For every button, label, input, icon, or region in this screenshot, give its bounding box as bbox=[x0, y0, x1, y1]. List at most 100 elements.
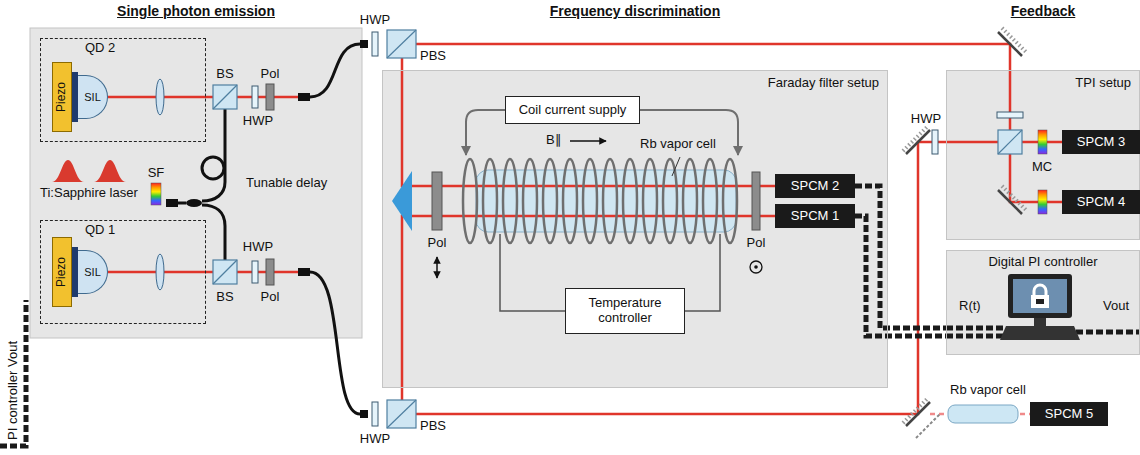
magnet-coil bbox=[463, 159, 737, 243]
solid-immersion-lens: SIL bbox=[78, 250, 108, 294]
solid-immersion-lens: SIL bbox=[78, 75, 108, 119]
part-label: Piezo bbox=[54, 257, 68, 287]
detector-label: SPCM 3 bbox=[1077, 134, 1125, 149]
leader-line bbox=[672, 157, 680, 176]
text-holder: Faraday filter setup bbox=[768, 76, 879, 91]
text-holder: Piezo bbox=[55, 257, 69, 287]
text-holder: QD 1 bbox=[85, 223, 115, 238]
quantum-dot-module: QD 1 Piezo SIL bbox=[40, 220, 206, 324]
text-holder: SIL bbox=[84, 266, 101, 279]
section-heading: Single photon emission bbox=[117, 3, 275, 19]
text-holder: SPCM 5 bbox=[1045, 407, 1093, 422]
mirrors bbox=[903, 28, 1026, 438]
part-label: HWP bbox=[243, 239, 273, 254]
part-label: SF bbox=[148, 165, 165, 180]
signal-label: PI controller Vout bbox=[5, 341, 20, 440]
device-box: Coil current supply bbox=[505, 96, 640, 124]
text-holder: Coil current supply bbox=[519, 103, 627, 118]
label-holder: HWP bbox=[360, 432, 390, 447]
detector-box: SPCM 5 bbox=[1030, 402, 1108, 426]
reference-vapor-cell bbox=[948, 405, 1018, 423]
field-arrow bbox=[570, 140, 606, 142]
panel-title: TPI setup bbox=[1075, 75, 1131, 90]
text-holder: SPCM 2 bbox=[791, 179, 839, 194]
detector-box: SPCM 2 bbox=[775, 174, 855, 198]
detector-box: SPCM 3 bbox=[1062, 130, 1140, 154]
label-holder: Tunable delay bbox=[246, 176, 327, 191]
label-holder: Single photon emission bbox=[117, 3, 275, 19]
detector-label: SPCM 5 bbox=[1045, 406, 1093, 421]
text-holder: Vout bbox=[1103, 299, 1129, 314]
signal-cable bbox=[855, 186, 946, 328]
module-label: QD 1 bbox=[85, 222, 115, 237]
detector-box: SPCM 1 bbox=[775, 204, 855, 228]
label-holder: PI controller Vout bbox=[6, 341, 21, 440]
part-label: Rb vapor cell bbox=[640, 136, 716, 151]
text-holder: Temperature controller bbox=[572, 296, 678, 326]
label-holder: Pol bbox=[428, 236, 447, 251]
part-label: Pol bbox=[261, 289, 280, 304]
label-holder: Ti:Sapphire laser bbox=[40, 186, 138, 201]
part-label: Ti:Sapphire laser bbox=[40, 185, 138, 200]
panel-text: Digital PI controller bbox=[988, 254, 1097, 269]
module-label: QD 2 bbox=[85, 40, 115, 55]
part-label: HWP bbox=[360, 12, 390, 27]
label-holder: Pol bbox=[261, 67, 280, 82]
text-holder: SPCM 1 bbox=[791, 209, 839, 224]
prism bbox=[392, 171, 412, 231]
label-holder: MC bbox=[1032, 160, 1052, 175]
label-holder: B∥ bbox=[546, 133, 561, 148]
text-holder: QD 2 bbox=[85, 41, 115, 56]
section-heading: Frequency discrimination bbox=[550, 3, 720, 19]
label-holder: Frequency discrimination bbox=[550, 3, 720, 19]
part-label: PBS bbox=[420, 48, 446, 63]
device-box: Temperature controller bbox=[565, 288, 685, 334]
setup-panel: Faraday filter setupCoil current supplyT… bbox=[382, 70, 888, 388]
detector-label: SPCM 2 bbox=[791, 178, 839, 193]
setup-panel: Digital PI controllerR(t)Vout bbox=[946, 250, 1140, 355]
device-label: Temperature controller bbox=[589, 295, 662, 325]
part-label: Piezo bbox=[54, 82, 68, 112]
signal-cable bbox=[855, 216, 946, 336]
part-label: HWP bbox=[360, 431, 390, 446]
setup-panel: TPI setupSPCM 3 SPCM 4 bbox=[946, 70, 1140, 240]
label-holder: PBS bbox=[420, 419, 446, 434]
quantum-dot-module: QD 2 Piezo SIL bbox=[40, 38, 206, 142]
part-label: Pol bbox=[747, 235, 766, 250]
label-holder: HWP bbox=[243, 114, 273, 129]
label-holder: Pol bbox=[261, 290, 280, 305]
label-holder: Feedback bbox=[1011, 3, 1076, 19]
label-holder: Pol bbox=[747, 236, 766, 251]
label-holder: Rb vapor cell bbox=[950, 383, 1026, 398]
part-label: SIL bbox=[84, 91, 101, 103]
part-label: Pol bbox=[428, 235, 447, 250]
text-holder: TPI setup bbox=[1075, 76, 1131, 91]
beam-splitters bbox=[213, 30, 1022, 428]
part-label: HWP bbox=[243, 113, 273, 128]
part-label: Rb vapor cell bbox=[950, 382, 1026, 397]
text-holder: Digital PI controller bbox=[947, 255, 1139, 270]
part-label: SIL bbox=[84, 266, 101, 278]
part-label: BS bbox=[216, 66, 233, 81]
detector-label: SPCM 4 bbox=[1077, 194, 1125, 209]
polarization-out-of-plane-symbol bbox=[750, 261, 762, 273]
label-holder: PBS bbox=[420, 49, 446, 64]
label-holder: HWP bbox=[360, 13, 390, 28]
piezo-stage: Piezo bbox=[52, 62, 72, 132]
detector-box: SPCM 4 bbox=[1062, 190, 1140, 214]
panel-title: Faraday filter setup bbox=[768, 75, 879, 90]
polarization-vertical-symbol bbox=[436, 257, 438, 278]
computer-icon bbox=[1000, 274, 1080, 340]
lenses bbox=[156, 79, 164, 290]
field-label: B∥ bbox=[546, 132, 561, 147]
label-holder: BS bbox=[216, 67, 233, 82]
part-label: HWP bbox=[911, 111, 941, 126]
part-label: PBS bbox=[420, 418, 446, 433]
label-holder: SF bbox=[148, 166, 165, 181]
laser-pulses bbox=[52, 160, 126, 182]
text-holder: SPCM 4 bbox=[1077, 195, 1125, 210]
text-holder: SIL bbox=[84, 91, 101, 104]
label-holder: HWP bbox=[243, 240, 273, 255]
part-label: Tunable delay bbox=[246, 175, 327, 190]
